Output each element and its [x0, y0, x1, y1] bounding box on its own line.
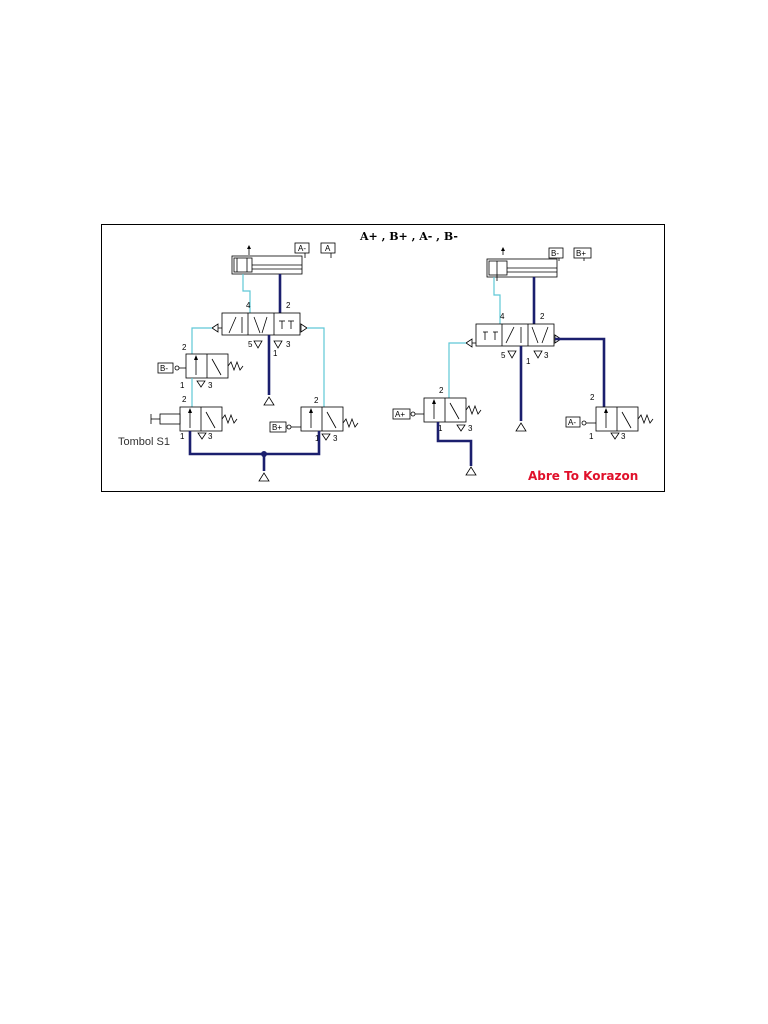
svg-text:2: 2: [182, 395, 187, 404]
svg-text:3: 3: [286, 340, 291, 349]
svg-text:2: 2: [540, 312, 545, 321]
diagram-frame: A+ , B+ , A- , B- A- A: [101, 224, 665, 492]
svg-text:2: 2: [439, 386, 444, 395]
signal-label-a-minus: A-: [568, 418, 576, 427]
svg-text:3: 3: [468, 424, 473, 433]
cylinder-a: [231, 245, 303, 275]
sensor-a-minus-box: [294, 242, 310, 254]
signal-valve-b-minus: [157, 353, 244, 379]
sensor-b-plus-box: [573, 247, 592, 259]
signal-label-b-minus: B-: [160, 364, 168, 373]
svg-text:1: 1: [180, 381, 185, 390]
sensor-label-b-plus: B+: [576, 249, 586, 258]
signal-label-a-plus: A+: [395, 410, 405, 419]
signal-valve-a-minus: [565, 406, 654, 432]
signature-text: Abre To Korazon: [528, 469, 638, 483]
svg-text:2: 2: [314, 396, 319, 405]
svg-text:1: 1: [526, 357, 531, 366]
signal-valve-b-plus: [269, 406, 359, 433]
svg-text:2: 2: [590, 393, 595, 402]
svg-text:5: 5: [248, 340, 253, 349]
svg-text:1: 1: [315, 434, 320, 443]
signal-valve-a-plus: [392, 397, 482, 423]
sensor-label-a-minus: A-: [298, 244, 306, 253]
sensor-label-b-minus: B-: [551, 249, 559, 258]
svg-text:2: 2: [182, 343, 187, 352]
svg-text:3: 3: [621, 432, 626, 441]
svg-text:3: 3: [208, 432, 213, 441]
svg-text:1: 1: [180, 432, 185, 441]
svg-text:2: 2: [286, 301, 291, 310]
start-button-valve: [150, 406, 238, 432]
svg-text:1: 1: [438, 424, 443, 433]
svg-text:4: 4: [500, 312, 505, 321]
svg-text:4: 4: [246, 301, 251, 310]
main-valve-right: [465, 323, 562, 348]
svg-text:3: 3: [208, 381, 213, 390]
right-circuit: B- B+ 4 2: [392, 247, 654, 476]
left-circuit: A- A 4 2: [118, 242, 359, 482]
sensor-label-a: A: [325, 244, 331, 253]
pneumatic-circuit-diagram: A+ , B+ , A- , B- A- A: [118, 230, 654, 483]
main-valve-left: [211, 312, 308, 336]
sensor-b-minus-box: [548, 247, 564, 259]
svg-text:3: 3: [333, 434, 338, 443]
button-caption-s1: Tombol S1: [118, 436, 170, 448]
diagram-title: A+ , B+ , A- , B-: [359, 230, 458, 243]
svg-text:1: 1: [273, 349, 278, 358]
sensor-a-box: [320, 242, 336, 254]
signal-label-b-plus: B+: [272, 423, 282, 432]
svg-text:5: 5: [501, 351, 506, 360]
svg-text:3: 3: [544, 351, 549, 360]
cylinder-b: [486, 247, 558, 281]
svg-text:1: 1: [589, 432, 594, 441]
